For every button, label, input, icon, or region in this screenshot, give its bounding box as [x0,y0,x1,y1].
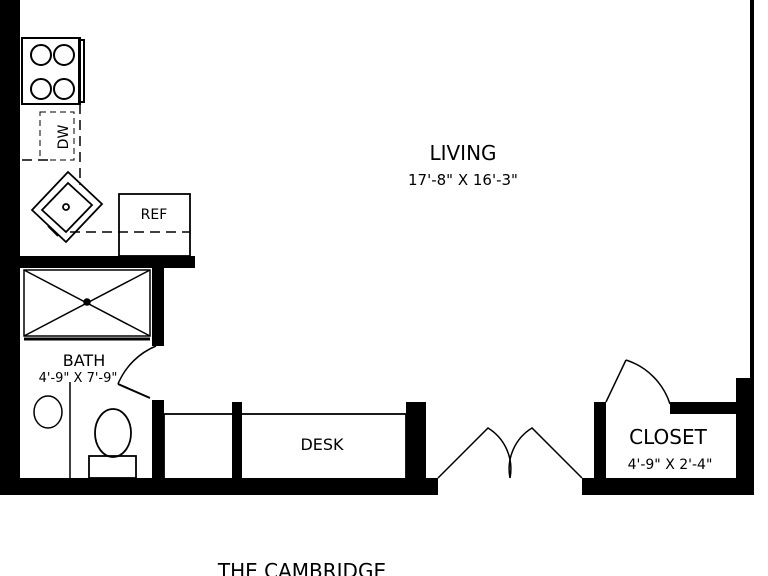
refrigerator-label: REF [141,207,168,223]
stove-burner-icon [30,44,52,66]
sink-faucet-icon [47,225,59,237]
living-label: LIVING [429,141,496,165]
sink-basin-inner [40,181,94,234]
closet-door-leaf [605,359,627,403]
toilet [88,408,137,479]
shower-drain-icon [83,298,91,306]
wall-bottom-left [0,478,438,495]
lavatory-sink-icon [33,395,63,429]
bath-door-leaf [117,383,151,399]
wall-desk-post-left [232,402,242,480]
wall-bath-right-upper [152,262,164,346]
stove-burner-icon [30,78,52,100]
wall-right-exterior [750,0,754,380]
sink-basin-outer [30,170,104,244]
closet-label: CLOSET [629,425,707,449]
refrigerator-outline [118,193,191,257]
desk-outline [163,413,407,481]
unit-name: THE CAMBRIDGE [217,559,386,576]
wall-kitchen-bath [18,256,195,268]
closet-dims: 4'-9" X 2'-4" [628,457,713,473]
bath-dims: 4'-9" X 7'-9" [39,371,118,386]
bath-door-swing [117,345,157,385]
wall-closet-top [670,402,740,414]
living-dims: 17'-8" X 16'-3" [408,171,518,189]
closet-door [605,359,671,405]
dishwasher-outline [39,111,75,161]
bath-label: BATH [63,351,105,370]
dishwasher-label: DW [56,125,72,150]
shower-pan [23,269,151,337]
toilet-tank-icon [88,455,137,479]
sink-drain-icon [62,203,70,211]
stove-burner-icon [53,78,75,100]
bath-vanity [33,382,71,478]
stove-burner-icon [53,44,75,66]
shower [23,269,151,341]
closet-door-swing [625,359,671,405]
wall-right-lower [736,378,754,495]
entry-doors [437,427,583,479]
walls [0,0,754,495]
toilet-bowl-icon [94,408,132,458]
wall-desk-left [152,400,164,480]
entry-door-left [437,427,512,479]
wall-desk-post-right [406,402,426,480]
wall-bottom-right [582,478,752,495]
wall-closet-left [594,402,606,495]
kitchen-counter [22,103,190,233]
entry-door-right [508,427,583,479]
sink [30,170,104,244]
stove-backsplash [78,39,85,103]
stove [21,37,85,105]
desk-label: DESK [300,435,344,454]
wall-left-exterior [0,0,20,495]
